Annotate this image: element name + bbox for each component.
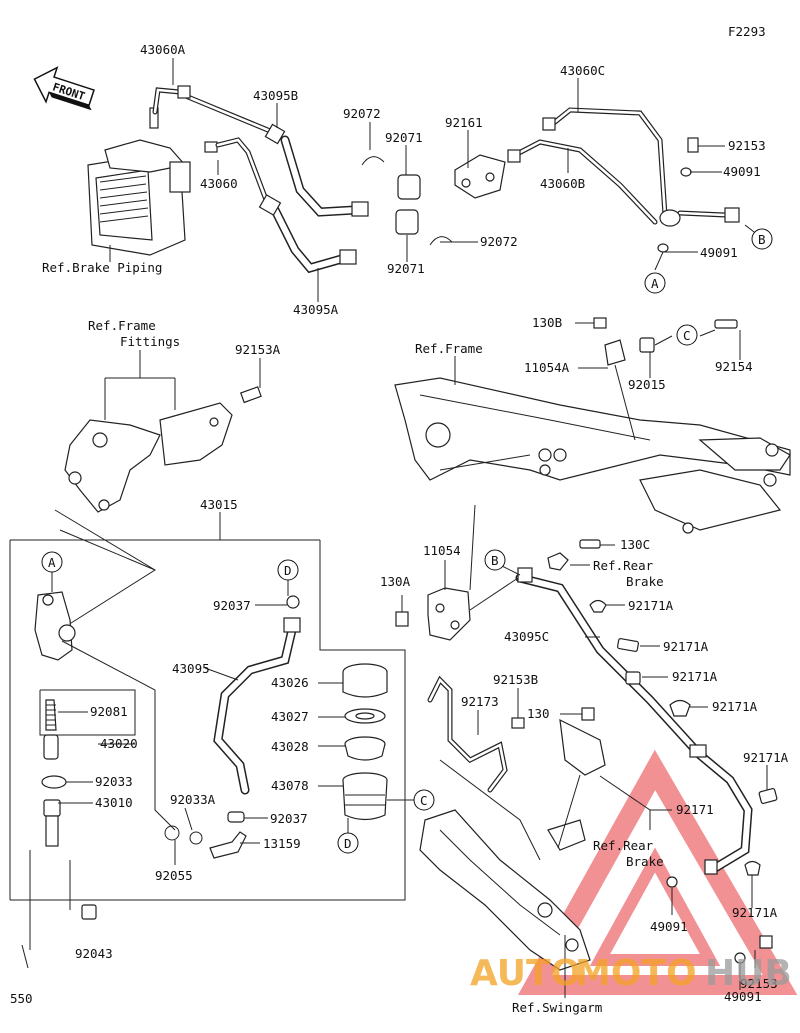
- label-43060A: 43060A: [140, 42, 186, 57]
- label-92015: 92015: [628, 377, 666, 392]
- callout-B-upper: B: [751, 228, 773, 250]
- frame: [394, 377, 791, 534]
- callout-B-lower: B: [484, 549, 506, 571]
- bracket-92161: [454, 154, 506, 199]
- label-130B: 130B: [532, 315, 562, 330]
- svg-text:D: D: [344, 836, 352, 851]
- label-92171A: 92171A: [663, 639, 709, 654]
- label-92171A: 92171A: [672, 669, 718, 684]
- label-49091: 49091: [700, 245, 738, 260]
- label-92153A: 92153A: [235, 342, 281, 357]
- label-43060B: 43060B: [540, 176, 585, 191]
- svg-text:B: B: [758, 232, 766, 247]
- label-43095: 43095: [172, 661, 210, 676]
- label-43060: 43060: [200, 176, 238, 191]
- svg-text:C: C: [683, 328, 691, 343]
- label-ref-rear-brake-lower: Ref.Rear: [593, 838, 654, 853]
- label-92171A: 92171A: [712, 699, 758, 714]
- label-130A: 130A: [380, 574, 411, 589]
- label-92173: 92173: [461, 694, 499, 709]
- label-92055: 92055: [155, 868, 193, 883]
- label-ref-rear-brake-2: Brake: [626, 574, 664, 589]
- reservoir-assembly: [342, 663, 388, 821]
- label-130C: 130C: [620, 537, 650, 552]
- label-550: 550: [10, 991, 33, 1006]
- label-43095C: 43095C: [504, 629, 549, 644]
- label-92171A: 92171A: [743, 750, 789, 765]
- label-43095A: 43095A: [293, 302, 339, 317]
- label-92153: 92153: [728, 138, 766, 153]
- svg-text:B: B: [491, 553, 499, 568]
- label-92072: 92072: [343, 106, 381, 121]
- label-49091: 49091: [724, 989, 762, 1004]
- label-ref-frame: Ref.Frame: [415, 341, 483, 356]
- label-ref-rear-brake: Ref.Rear: [593, 558, 654, 573]
- label-ref-frame-fittings-2: Fittings: [120, 334, 180, 349]
- callout-A-lower: A: [41, 551, 63, 573]
- callout-D-lower: D: [337, 832, 359, 854]
- label-92153: 92153: [740, 976, 778, 991]
- label-92171: 92171: [676, 802, 714, 817]
- svg-text:A: A: [48, 555, 56, 570]
- label-11054: 11054: [423, 543, 461, 558]
- label-43078: 43078: [271, 778, 309, 793]
- swingarm-bracket: [419, 718, 606, 971]
- label-ref-rear-brake-lower-2: Brake: [626, 854, 664, 869]
- label-92043: 92043: [75, 946, 113, 961]
- label-92153B: 92153B: [493, 672, 538, 687]
- label-43060C: 43060C: [560, 63, 605, 78]
- label-92033: 92033: [95, 774, 133, 789]
- label-92037: 92037: [270, 811, 308, 826]
- watermark-logo: [517, 749, 798, 995]
- label-43015: 43015: [200, 497, 238, 512]
- label-92033A: 92033A: [170, 792, 216, 807]
- label-92081: 92081: [90, 704, 128, 719]
- label-43027: 43027: [271, 709, 309, 724]
- label-43010: 43010: [95, 795, 133, 810]
- label-49091: 49091: [723, 164, 761, 179]
- svg-text:HUB: HUB: [705, 953, 792, 994]
- callout-C-lower: C: [413, 789, 435, 811]
- watermark-text: AUTO MOTO HUB: [470, 953, 792, 994]
- label-92161: 92161: [445, 115, 483, 130]
- svg-text:MOTO: MOTO: [575, 953, 697, 994]
- label-ref-brake-piping: Ref.Brake Piping: [42, 260, 162, 275]
- label-92154: 92154: [715, 359, 753, 374]
- label-43020: 43020: [100, 736, 138, 751]
- label-92071: 92071: [387, 261, 425, 276]
- label-92171A: 92171A: [732, 905, 778, 920]
- label-43095B: 43095B: [253, 88, 298, 103]
- svg-text:A: A: [651, 276, 659, 291]
- label-92072: 92072: [480, 234, 518, 249]
- label-13159: 13159: [263, 836, 301, 851]
- label-92071: 92071: [385, 130, 423, 145]
- svg-text:C: C: [420, 793, 428, 808]
- label-92037: 92037: [213, 598, 251, 613]
- label-43026: 43026: [271, 675, 309, 690]
- frame-fittings: [64, 386, 262, 513]
- master-cylinder: [34, 591, 97, 920]
- label-49091: 49091: [650, 919, 688, 934]
- svg-text:AUTO: AUTO: [470, 953, 581, 994]
- label-43028: 43028: [271, 739, 309, 754]
- label-11054A: 11054A: [524, 360, 570, 375]
- callout-A-upper: A: [644, 272, 666, 294]
- label-ref-swingarm: Ref.Swingarm: [512, 1000, 602, 1015]
- grommet-92071-upper: [395, 174, 421, 235]
- label-92171A: 92171A: [628, 598, 674, 613]
- part-labels: 43060A 43095B 92072 92071 92161 43060C 9…: [10, 42, 789, 1015]
- diagram-code: F2293: [728, 24, 766, 39]
- label-130: 130: [527, 706, 550, 721]
- svg-text:D: D: [284, 563, 292, 578]
- front-arrow-icon: FRONT: [33, 66, 95, 111]
- callout-C-upper: C: [676, 324, 698, 346]
- callout-D-upper: D: [277, 559, 299, 581]
- bracket-11054: [427, 587, 471, 641]
- label-ref-frame-fittings: Ref.Frame: [88, 318, 156, 333]
- abs-unit: [87, 107, 218, 256]
